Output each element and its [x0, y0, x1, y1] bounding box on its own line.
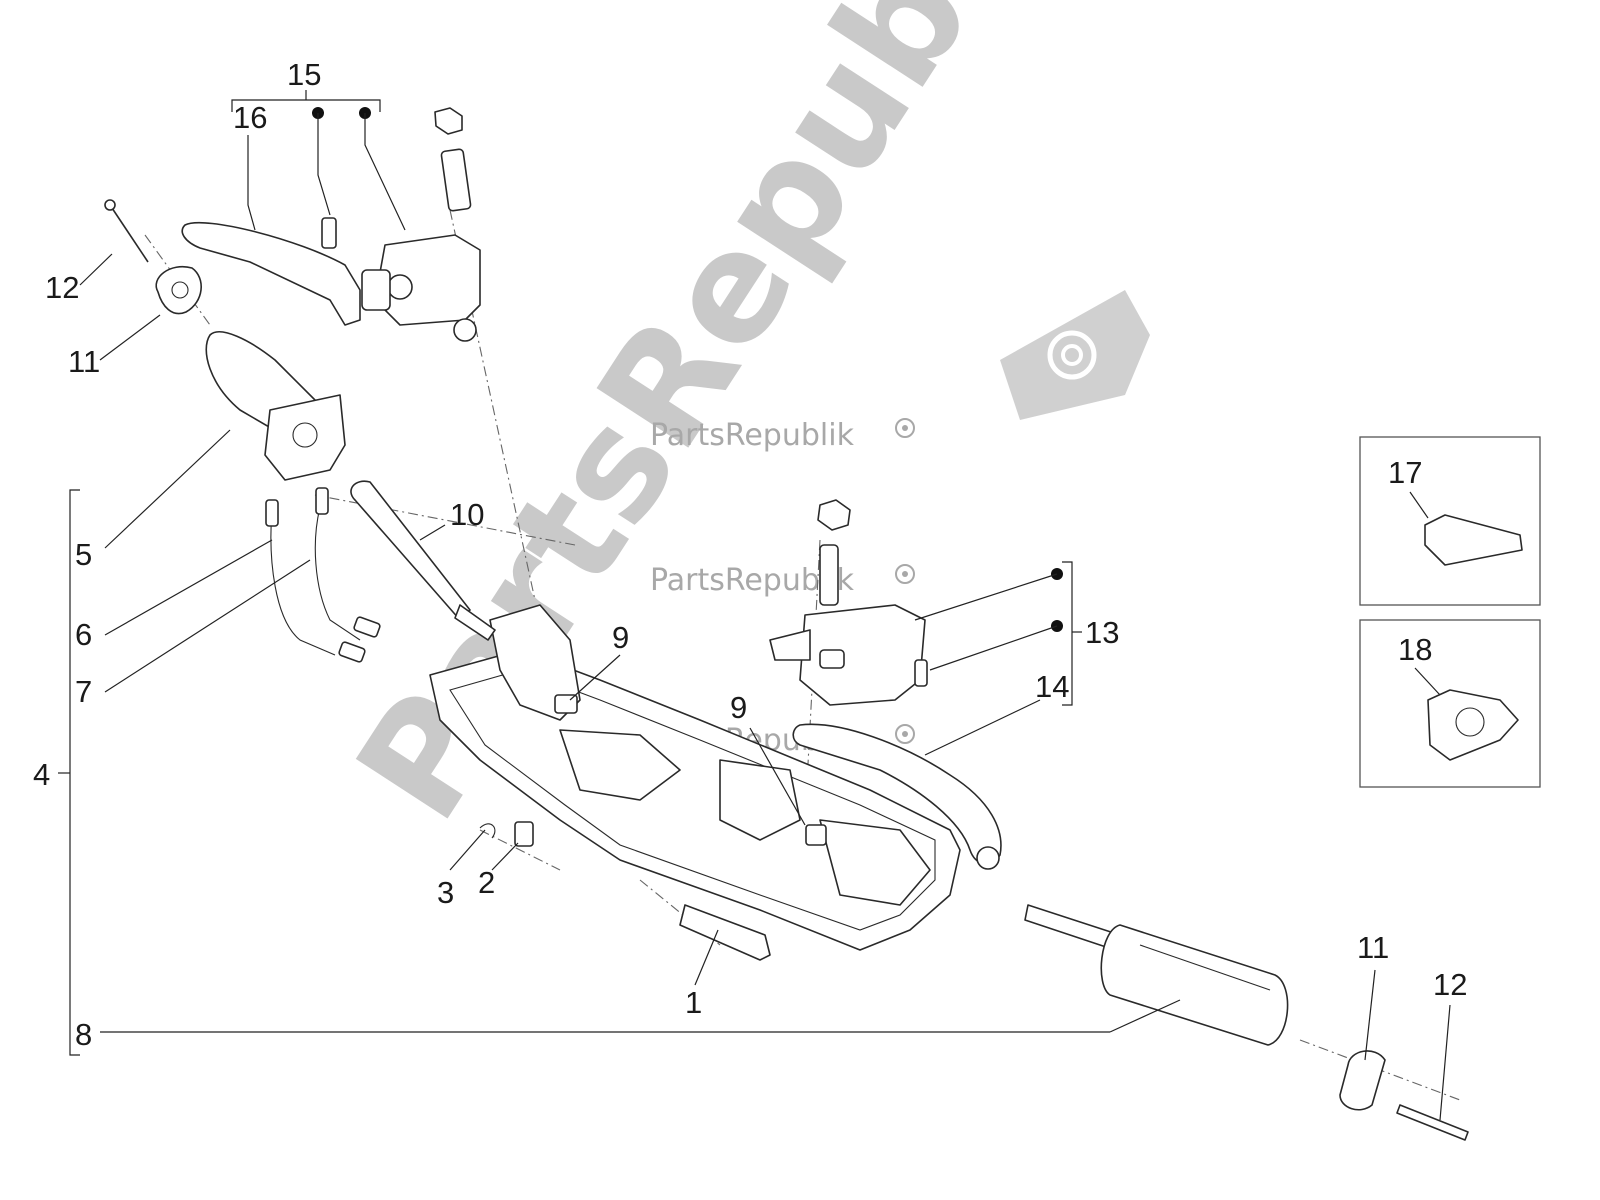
label-16: 16 [233, 100, 267, 135]
left-bar-end-weight [104, 199, 202, 315]
label-17: 17 [1388, 455, 1422, 490]
label-12: 12 [45, 270, 79, 305]
inset-box-18 [1359, 619, 1541, 788]
right-grip-assembly [1024, 904, 1469, 1141]
leader-lines [79, 253, 1451, 1121]
label-13: 13 [1085, 615, 1119, 650]
top-nut-and-sleeve [321, 107, 472, 249]
label-1: 1 [685, 985, 702, 1020]
label-7: 7 [75, 674, 92, 709]
handlebar-frame [429, 604, 961, 951]
label-9-center: 9 [730, 690, 747, 725]
gear-icon [1047, 330, 1097, 380]
watermark-small-text-1: PartsRepublik [650, 418, 855, 453]
label-11: 11 [68, 344, 100, 379]
label-6: 6 [75, 617, 92, 652]
group-bracket-4 [58, 489, 80, 1056]
inset-box-17 [1359, 436, 1541, 606]
right-brake-lever [792, 723, 1002, 870]
left-brake-lever [181, 221, 361, 326]
throttle-tube [350, 480, 496, 641]
label-18: 18 [1398, 632, 1432, 667]
label-4: 4 [33, 757, 50, 792]
right-master-cylinder [769, 499, 928, 706]
label-12-right: 12 [1433, 967, 1467, 1002]
gear-icon [895, 418, 915, 438]
group-bracket-13 [914, 561, 1082, 706]
left-master-cylinder [361, 234, 481, 342]
label-3: 3 [437, 875, 454, 910]
left-grip [205, 331, 346, 481]
bolt-and-clips [479, 694, 827, 961]
label-15: 15 [287, 57, 321, 92]
label-8: 8 [75, 1017, 92, 1052]
group-bracket-15 [231, 90, 406, 231]
label-5: 5 [75, 537, 92, 572]
label-14: 14 [1035, 669, 1069, 704]
throttle-cables [265, 487, 381, 663]
label-10: 10 [450, 497, 484, 532]
label-2: 2 [478, 865, 495, 900]
label-11-right: 11 [1357, 930, 1389, 965]
callout-labels: 15 16 12 11 10 5 6 7 4 8 9 9 13 14 3 2 1… [33, 57, 1467, 1052]
gear-icon [895, 564, 915, 584]
watermark-flag-shape [1000, 290, 1150, 420]
label-9-left: 9 [612, 620, 629, 655]
gear-icon [895, 724, 915, 744]
